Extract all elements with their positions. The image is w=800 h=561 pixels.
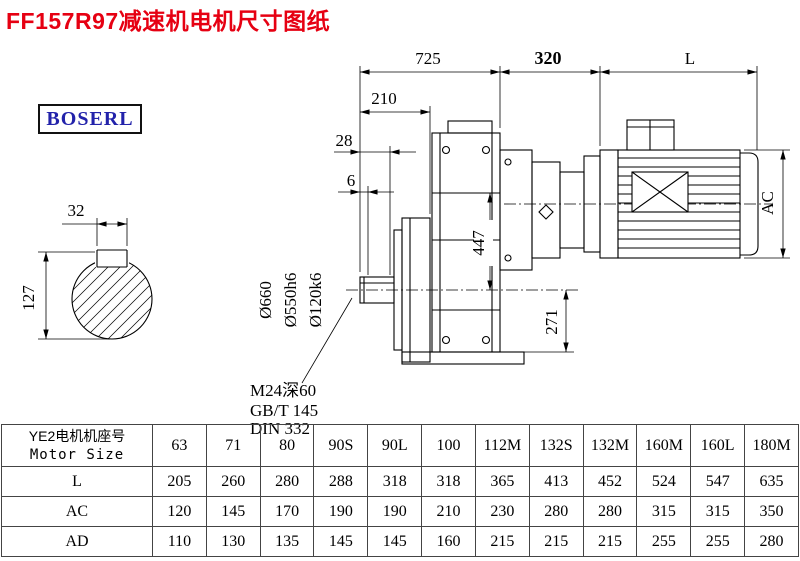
output-flange [401, 217, 431, 363]
col-header: 160L [690, 424, 746, 467]
dim-AC: AC [758, 191, 777, 215]
col-header: 132S [528, 424, 584, 467]
table-row-AD: AD 110 130 135 145 145 160 215 215 215 2… [1, 526, 799, 557]
value-cell: 280 [744, 526, 799, 557]
col-header: 180M [744, 424, 799, 467]
dim-725: 725 [415, 49, 441, 68]
value-cell: 365 [474, 466, 530, 497]
logo-text: BOSERL [46, 107, 134, 130]
value-cell: 350 [744, 496, 799, 527]
value-cell: 524 [636, 466, 692, 497]
row-label: L [1, 466, 153, 497]
col-header: 100 [421, 424, 476, 467]
value-cell: 260 [205, 466, 261, 497]
value-cell: 190 [313, 496, 369, 527]
value-cell: 110 [152, 526, 207, 557]
dim-32: 32 [68, 201, 85, 220]
dimension-lines [301, 66, 790, 384]
shaft-end-view [71, 248, 153, 340]
row-label: AC [1, 496, 153, 527]
dim-127: 127 [19, 285, 38, 311]
section-hatch [72, 259, 152, 339]
value-cell: 318 [367, 466, 423, 497]
value-cell: 170 [259, 496, 315, 527]
motor-body [617, 149, 741, 259]
col-header: 63 [152, 424, 207, 467]
motor-size-header: YE2电机机座号 Motor Size [1, 424, 153, 467]
gbt-standard: GB/T 145 [250, 401, 318, 420]
dim-210: 210 [371, 89, 397, 108]
keyway [96, 249, 128, 268]
dim-271: 271 [542, 309, 561, 335]
value-cell: 145 [205, 496, 261, 527]
value-cell: 145 [367, 526, 423, 557]
value-cell: 145 [313, 526, 369, 557]
dim-dia-660: Ø660 [256, 281, 275, 319]
value-cell: 215 [582, 526, 638, 557]
value-cell: 120 [152, 496, 207, 527]
value-cell: 318 [421, 466, 476, 497]
shaft-view-dimensions [38, 218, 128, 340]
value-cell: 160 [421, 526, 476, 557]
value-cell: 230 [474, 496, 530, 527]
value-cell: 280 [582, 496, 638, 527]
value-cell: 635 [744, 466, 799, 497]
value-cell: 210 [421, 496, 476, 527]
input-stage [499, 149, 533, 271]
dim-447: 447 [469, 230, 488, 256]
value-cell: 215 [528, 526, 584, 557]
col-header: 80 [259, 424, 315, 467]
motor [599, 119, 759, 259]
value-cell: 288 [313, 466, 369, 497]
value-cell: 215 [474, 526, 530, 557]
value-cell: 413 [528, 466, 584, 497]
row-label: AD [1, 526, 153, 557]
col-header: 71 [205, 424, 261, 467]
value-cell: 135 [259, 526, 315, 557]
table-header-row: YE2电机机座号 Motor Size 63 71 80 90S 90L 100… [1, 424, 799, 467]
table-row-AC: AC 120 145 170 190 190 210 230 280 280 3… [1, 496, 799, 527]
value-cell: 255 [636, 526, 692, 557]
value-cell: 452 [582, 466, 638, 497]
value-cell: 315 [690, 496, 746, 527]
col-header: 90S [313, 424, 369, 467]
dim-6: 6 [347, 171, 356, 190]
housing-top-cap [447, 120, 493, 134]
value-cell: 130 [205, 526, 261, 557]
value-cell: 190 [367, 496, 423, 527]
value-cell: 280 [259, 466, 315, 497]
logo-boserl: BOSERL [38, 104, 142, 134]
dim-320: 320 [535, 48, 562, 68]
col-header: 90L [367, 424, 423, 467]
col-header: 132M [582, 424, 638, 467]
motor-size-header-en: Motor Size [29, 447, 125, 463]
value-cell: 280 [528, 496, 584, 527]
dim-dia-120: Ø120k6 [306, 273, 325, 328]
value-cell: 205 [152, 466, 207, 497]
col-header: 160M [636, 424, 692, 467]
value-cell: 547 [690, 466, 746, 497]
value-cell: 255 [690, 526, 746, 557]
dim-L: L [685, 49, 695, 68]
dim-dia-550: Ø550h6 [281, 273, 300, 328]
dim-28: 28 [336, 131, 353, 150]
brand-diamond-icon [538, 204, 554, 220]
motor-size-header-cn: YE2电机机座号 [28, 428, 126, 444]
page-title: FF157R97减速机电机尺寸图纸 [6, 8, 331, 34]
fan-cover [740, 152, 759, 256]
housing-base [401, 351, 525, 365]
col-header: 112M [474, 424, 530, 467]
thread-spec: M24深60 [250, 381, 316, 400]
value-cell: 315 [636, 496, 692, 527]
table-row-L: L 205 260 280 288 318 318 365 413 452 52… [1, 466, 799, 497]
motor-size-table: YE2电机机座号 Motor Size 63 71 80 90S 90L 100… [1, 424, 799, 557]
